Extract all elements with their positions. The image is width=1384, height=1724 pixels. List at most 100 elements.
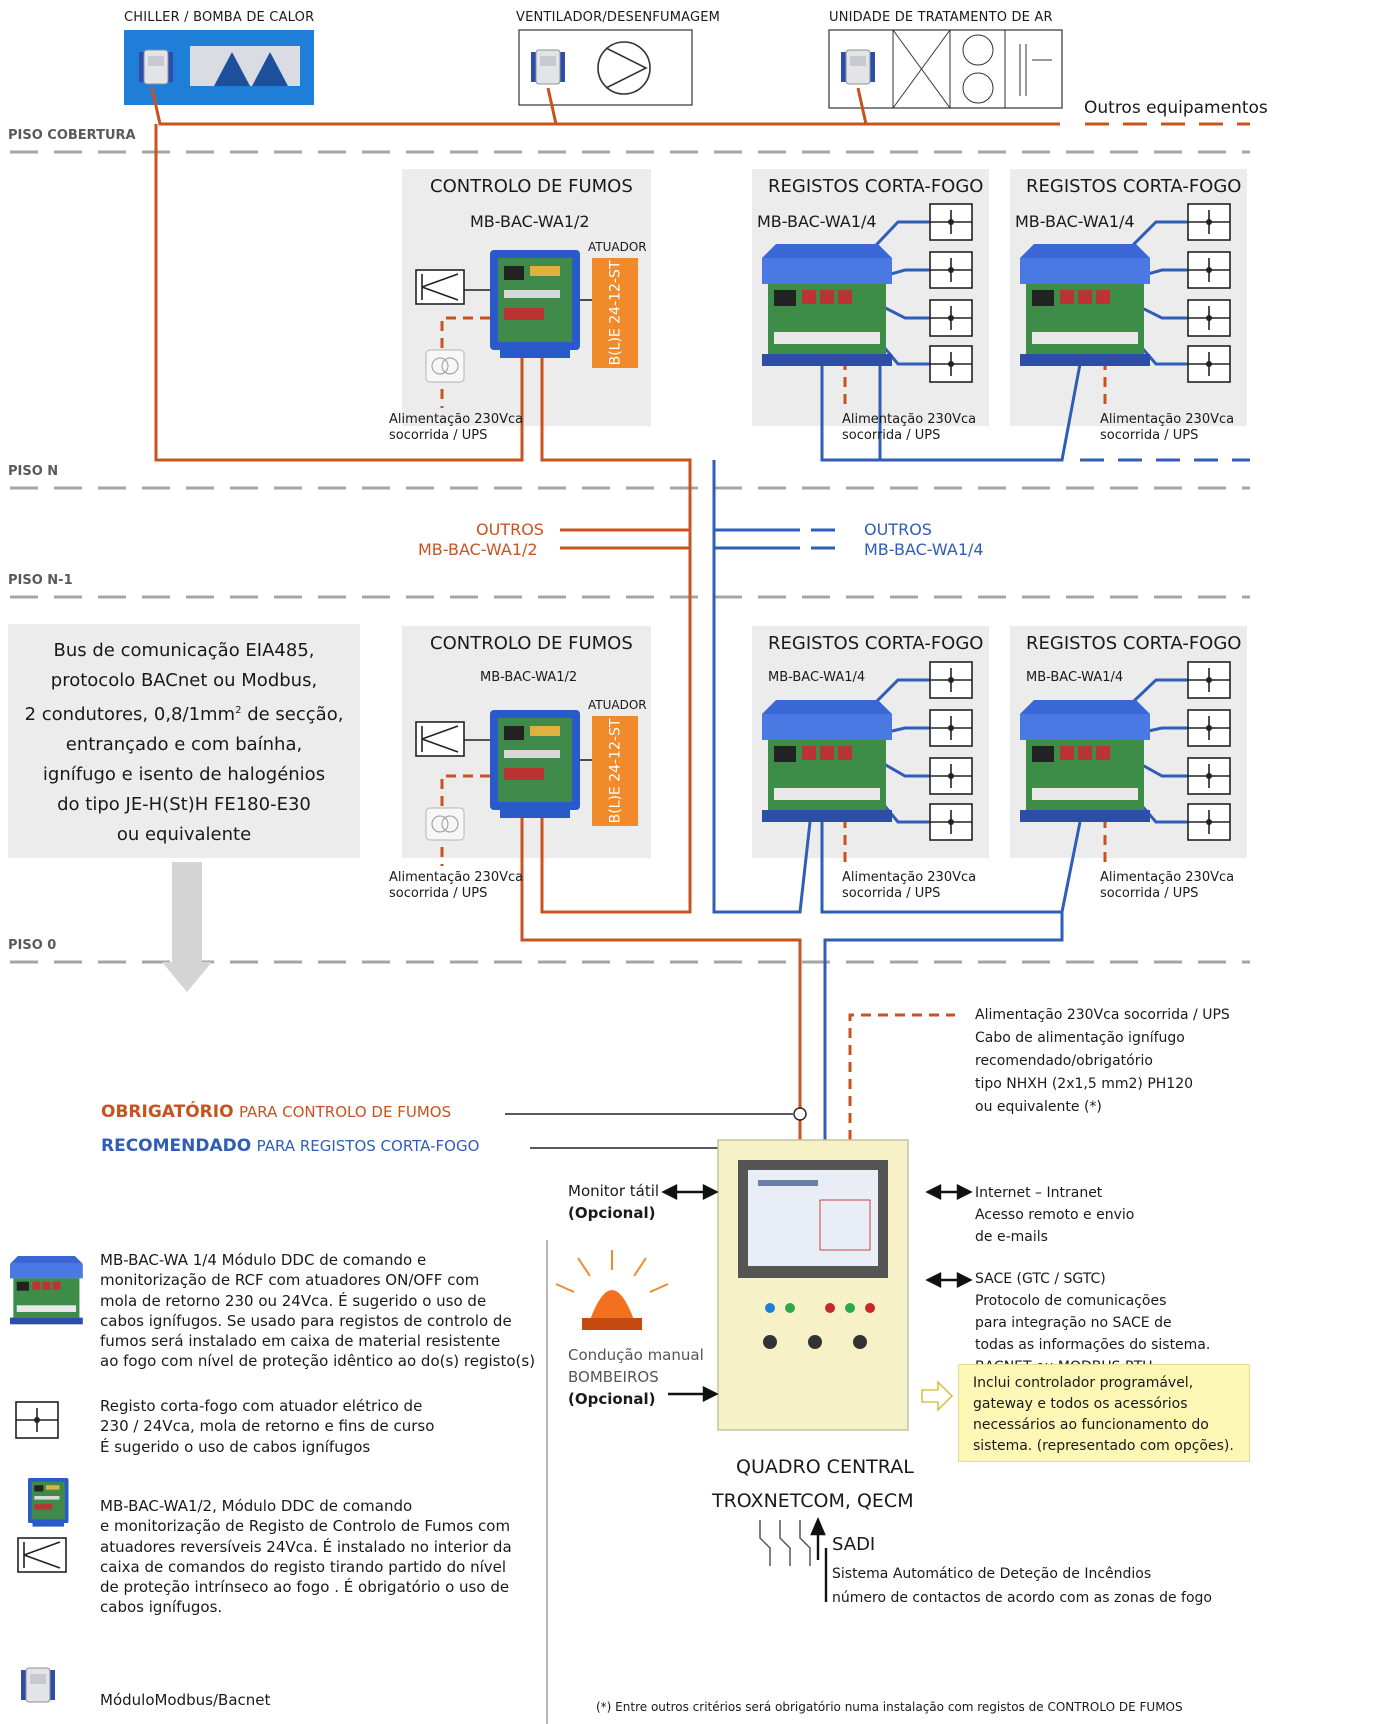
central-title-2: TROXNETCOM, QECM (712, 1490, 914, 1512)
bus-spec-line7: ou equivalente (116, 824, 252, 845)
mandatory-rest: PARA CONTROLO DE FUMOS (238, 1103, 452, 1121)
manual-label-1: Condução manual (568, 1346, 704, 1364)
floor-label-roof: PISO COBERTURA (8, 128, 136, 143)
damper-power-n1-b-1: Alimentação 230Vca (1100, 870, 1235, 885)
damper-title-n-a: REGISTOS CORTA-FOGO (768, 176, 984, 197)
legend-wa12: MB-BAC-WA1/2, Módulo DDC de comando e mo… (100, 1496, 512, 1618)
footnote: (*) Entre outros critérios será obrigató… (596, 1700, 1183, 1714)
legend-damper-line3: É sugerido o uso de cabos ignífugos (100, 1437, 371, 1456)
central-title-1: QUADRO CENTRAL (736, 1456, 914, 1478)
smoke-power-n-1: Alimentação 230Vca (389, 412, 524, 427)
damper-title-n1-a: REGISTOS CORTA-FOGO (768, 633, 984, 654)
includes-line1: Inclui controlador programável, (973, 1375, 1194, 1391)
legend-wa12-line1: MB-BAC-WA1/2, Módulo DDC de comando (100, 1497, 413, 1515)
smoke-power-n1-1: Alimentação 230Vca (389, 870, 524, 885)
legend-wa14-line1: MB-BAC-WA 1/4 Módulo DDC de comando e (100, 1251, 427, 1269)
bus-spec-line3-pre: 2 condutores, 0,8/1mm (24, 704, 236, 725)
internet-note: Internet – Intranet Acesso remoto e envi… (975, 1182, 1134, 1248)
legend-wa14-line2: monitorização de RCF com atuadores ON/OF… (100, 1271, 480, 1290)
includes-line4: sistema. (representado com opções). (973, 1438, 1234, 1454)
legend-damper-line2: 230 / 24Vca, mola de retorno e fins de c… (100, 1417, 435, 1436)
internet-line1: Internet – Intranet (975, 1185, 1103, 1201)
manual-optional: (Opcional) (568, 1390, 656, 1408)
smoke-power-n-2: socorrida / UPS (389, 428, 488, 443)
power-note: Alimentação 230Vca socorrida / UPS Cabo … (975, 1004, 1230, 1119)
sadi-line1: Sistema Automático de Deteção de Incêndi… (832, 1566, 1152, 1582)
legend-damper-line1: Registo corta-fogo com atuador elétrico … (100, 1397, 423, 1415)
legend-wa12-line6: cabos ignífugos. (100, 1598, 223, 1617)
mandatory-strong: OBRIGATÓRIO (101, 1102, 234, 1122)
floor-label-n1: PISO N-1 (8, 573, 73, 588)
smoke-control-title-n: CONTROLO DE FUMOS (430, 176, 633, 197)
includes-line2: gateway e todos os acessórios (973, 1396, 1188, 1412)
floor-label-n: PISO N (8, 464, 59, 479)
bus-spec-line2: protocolo BACnet ou Modbus, (50, 670, 318, 691)
legend-wa14: MB-BAC-WA 1/4 Módulo DDC de comando e mo… (100, 1250, 535, 1372)
actuator-box-n: B(L)E 24-12-ST (592, 258, 638, 368)
sadi-title: SADI (832, 1534, 876, 1555)
recommended-label: RECOMENDADO PARA REGISTOS CORTA-FOGO (101, 1136, 479, 1156)
damper-power-n-b-1: Alimentação 230Vca (1100, 412, 1235, 427)
smoke-power-n1-2: socorrida / UPS (389, 886, 488, 901)
power-note-line1: Alimentação 230Vca socorrida / UPS (975, 1007, 1230, 1023)
damper-power-n-a-2: socorrida / UPS (842, 428, 941, 443)
damper-title-n-b: REGISTOS CORTA-FOGO (1026, 176, 1242, 197)
floor-label-0: PISO 0 (8, 938, 57, 953)
bus-spec-line3: 2 condutores, 0,8/1mm2 de secção, (8, 696, 360, 730)
ahu-label: UNIDADE DE TRATAMENTO DE AR (829, 10, 1053, 25)
actuator-box-n1: B(L)E 24-12-ST (592, 716, 638, 826)
damper-power-n1-a-1: Alimentação 230Vca (842, 870, 977, 885)
bus-spec-box: Bus de comunicação EIA485, protocolo BAC… (8, 624, 360, 858)
legend-modbus: MóduloModbus/Bacnet (100, 1691, 271, 1709)
legend-wa14-line5: fumos será instalado em caixa de materia… (100, 1332, 501, 1350)
legend-wa12-line3: atuadores reversíveis 24Vca. É instalado… (100, 1537, 512, 1556)
sace-line3: para integração no SACE de (975, 1315, 1172, 1331)
damper-model-n-a: MB-BAC-WA1/4 (757, 212, 877, 231)
damper-model-n1-b: MB-BAC-WA1/4 (1026, 670, 1124, 685)
others-orange-2: MB-BAC-WA1/2 (418, 540, 538, 559)
other-equipment-label: Outros equipamentos (1084, 98, 1268, 118)
monitor-label: Monitor tátil (568, 1182, 660, 1200)
bus-spec-line4: entrançado e com baínha, (65, 734, 303, 755)
others-orange-1: OUTROS (476, 520, 544, 539)
actuator-model-n1: B(L)E 24-12-ST (607, 718, 624, 824)
legend-wa12-line2: e monitorização de Registo de Controlo d… (100, 1517, 511, 1536)
smoke-control-model-n: MB-BAC-WA1/2 (470, 212, 590, 231)
actuator-label-n: ATUADOR (588, 240, 647, 254)
others-blue-2: MB-BAC-WA1/4 (864, 540, 984, 559)
power-note-line4: tipo NHXH (2x1,5 mm2) PH120 (975, 1076, 1194, 1092)
damper-power-n-a-1: Alimentação 230Vca (842, 412, 977, 427)
legend-wa12-line4: caixa de comandos do registo tirando par… (100, 1557, 507, 1576)
legend-wa14-line4: cabos ignífugos. Se usado para registos … (100, 1311, 512, 1330)
bus-spec-line5: ignífugo e isento de halogénios (42, 764, 326, 785)
recommended-rest: PARA REGISTOS CORTA-FOGO (256, 1137, 480, 1155)
chiller-label: CHILLER / BOMBA DE CALOR (124, 10, 315, 25)
power-note-line5: ou equivalente (*) (975, 1099, 1102, 1115)
smoke-control-model-n1: MB-BAC-WA1/2 (480, 670, 578, 685)
sace-note: SACE (GTC / SGTC) Protocolo de comunicaç… (975, 1268, 1210, 1378)
legend-wa12-line5: de proteção intrínseco ao fogo . É obrig… (100, 1578, 510, 1596)
power-note-line2: Cabo de alimentação ignífugo (975, 1030, 1185, 1046)
legend-wa14-line6: ao fogo com nível de proteção idêntico a… (100, 1352, 536, 1371)
includes-note: Inclui controlador programável, gateway … (958, 1364, 1250, 1462)
actuator-model-n: B(L)E 24-12-ST (607, 260, 624, 366)
damper-model-n-b: MB-BAC-WA1/4 (1015, 212, 1135, 231)
others-blue-1: OUTROS (864, 520, 932, 539)
actuator-label-n1: ATUADOR (588, 698, 647, 712)
damper-power-n1-b-2: socorrida / UPS (1100, 886, 1199, 901)
internet-line2: Acesso remoto e envio (975, 1207, 1135, 1223)
legend-damper: Registo corta-fogo com atuador elétrico … (100, 1396, 434, 1457)
manual-label-2: BOMBEIROS (568, 1368, 659, 1386)
sadi-line2: número de contactos de acordo com as zon… (832, 1590, 1212, 1606)
damper-title-n1-b: REGISTOS CORTA-FOGO (1026, 633, 1242, 654)
damper-power-n1-a-2: socorrida / UPS (842, 886, 941, 901)
includes-line3: necessários ao funcionamento do (973, 1417, 1209, 1433)
monitor-optional: (Opcional) (568, 1204, 656, 1222)
bus-spec-line3-sup: 2 (235, 705, 242, 716)
damper-model-n1-a: MB-BAC-WA1/4 (768, 670, 866, 685)
sace-line2: Protocolo de comunicações (975, 1293, 1167, 1309)
sace-line1: SACE (GTC / SGTC) (975, 1271, 1106, 1287)
legend-wa14-line3: mola de retorno 230 ou 24Vca. É sugerido… (100, 1291, 487, 1310)
